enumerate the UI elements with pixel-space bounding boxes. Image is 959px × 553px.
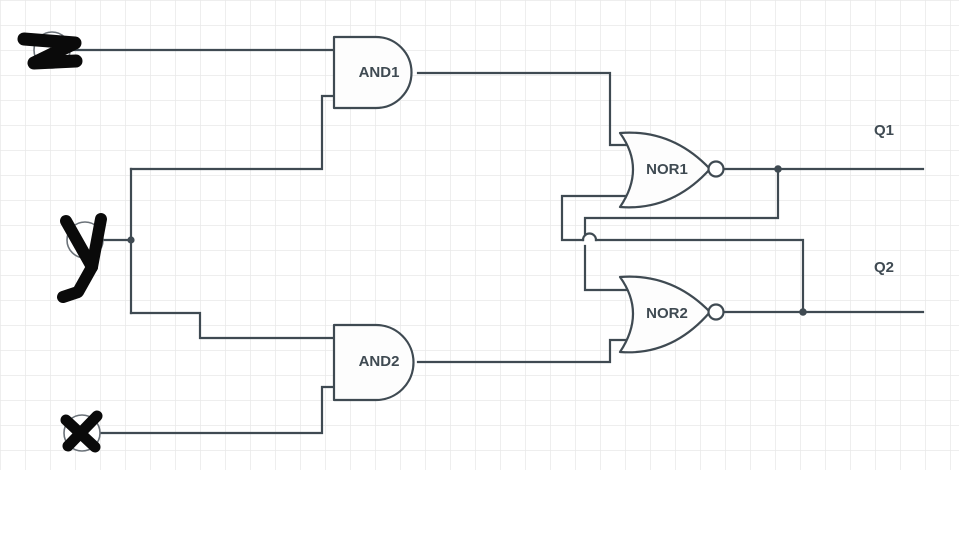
and2-label: AND2 [359, 353, 400, 370]
nor1-inversion-bubble-icon [707, 160, 725, 178]
output-label-q1: Q1 [874, 122, 894, 139]
nor1-body [618, 131, 712, 209]
gate-nor1[interactable]: NOR1 [618, 131, 725, 209]
wire-x-to-and2 [98, 385, 336, 435]
nor1-label: NOR1 [646, 161, 688, 178]
wire-q1-feedback-to-nor2 [583, 167, 780, 237]
output-label-q2: Q2 [874, 259, 894, 276]
gate-nor2[interactable]: NOR2 [618, 275, 725, 354]
ink-stroke-x-b [62, 410, 103, 452]
gate-and2[interactable]: AND2 [332, 323, 415, 402]
nor2-label: NOR2 [646, 305, 688, 322]
and1-label: AND1 [359, 64, 400, 81]
wire-y-to-and2 [129, 311, 336, 340]
junction-dot-y [127, 236, 135, 244]
handwritten-annotation-y [57, 213, 107, 303]
handwritten-annotation-z [17, 32, 83, 70]
and1-body [332, 35, 413, 110]
and2-body [332, 323, 415, 402]
junction-dot-q2 [799, 308, 807, 316]
wire-q2-feedback-tail [560, 194, 634, 242]
wire-q2-feedback-to-nor1 [594, 238, 805, 314]
junction-dot-q1 [774, 165, 782, 173]
ink-stroke-z [17, 32, 83, 70]
wire-group [68, 48, 925, 435]
wire-and2-to-nor2 [416, 338, 632, 364]
nor2-body [618, 275, 712, 354]
gate-and1[interactable]: AND1 [332, 35, 413, 110]
wire-q1-feedback-lower [583, 244, 634, 292]
nor2-inversion-bubble-icon [707, 303, 725, 321]
ink-stroke-y-right [57, 213, 107, 303]
wire-hop-crossover [581, 232, 598, 242]
wire-and1-to-nor1 [416, 71, 632, 147]
handwritten-annotation-x [60, 410, 103, 453]
wire-y-to-and1 [129, 94, 336, 171]
